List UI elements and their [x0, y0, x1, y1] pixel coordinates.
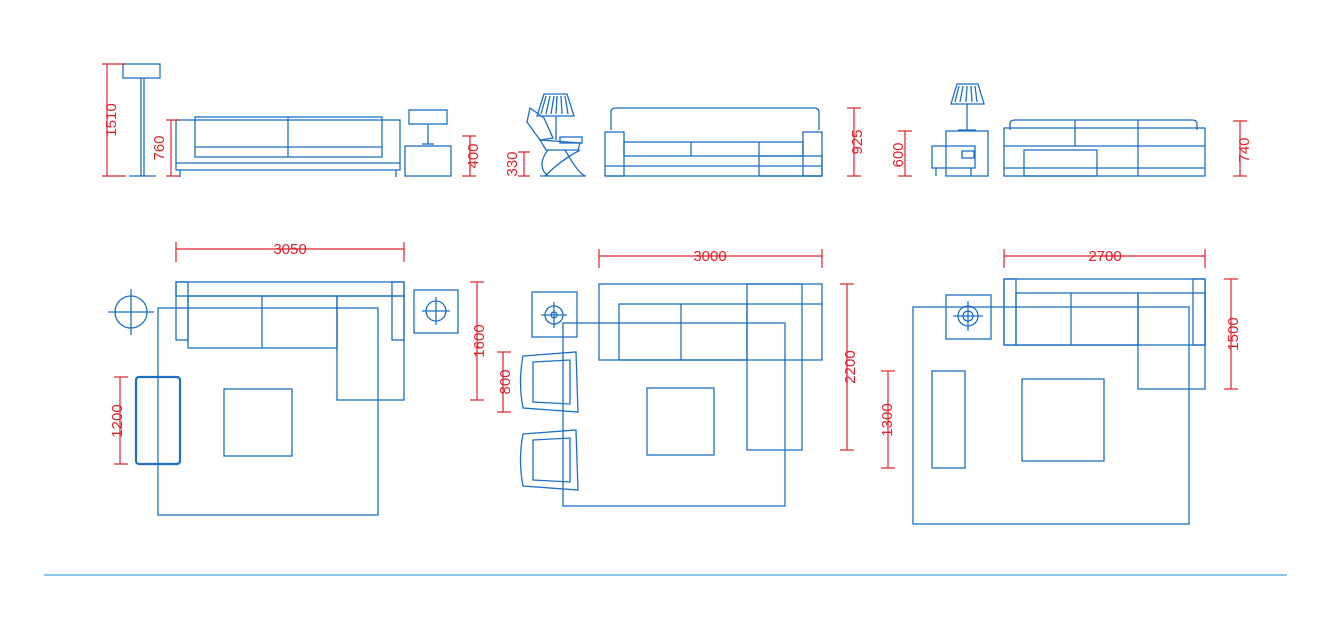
sofa-3-elevation [1003, 119, 1206, 177]
sofa-3-plan-back [1003, 278, 1206, 346]
plan-2-width-dimension: 3000 [598, 248, 823, 268]
plan-1-bench-dimension: 1200 [109, 376, 128, 465]
side-table-2-plan [531, 291, 578, 338]
sofa-3-height-dimension: 740 [1233, 120, 1253, 177]
dim-2700: 2700 [1088, 248, 1121, 265]
bench-1 [134, 375, 182, 466]
plan-set-2 [519, 283, 823, 507]
coffee-table-1 [223, 388, 293, 457]
dim-1510: 1510 [103, 103, 120, 136]
sofa-3-plan-seats [1015, 292, 1139, 346]
sofa-1-height-dimension: 760 [151, 119, 180, 177]
sofa-3-chaise [1137, 292, 1206, 390]
side-table-1-plan [413, 289, 459, 334]
plan-2-chair-dimension: 800 [497, 351, 514, 413]
dim-925: 925 [849, 129, 866, 154]
sofa-1-chaise [336, 295, 405, 401]
floor-lamp-height-dimension: 1510 [102, 63, 126, 177]
rug-1 [157, 307, 379, 516]
plan-2-depth-dimension: 2200 [840, 283, 859, 451]
plan-3-bench-dimension: 1300 [879, 370, 896, 469]
dim-760: 760 [151, 135, 168, 160]
dim-2200: 2200 [842, 350, 859, 383]
lounge-chair-elevation [526, 106, 586, 177]
sofa-2-height-dimension: 925 [847, 107, 866, 177]
dim-330: 330 [504, 151, 521, 176]
dim-800: 800 [497, 369, 514, 394]
side-table-1-height-dimension: 400 [462, 135, 482, 177]
side-table-3-height-dimension: 600 [890, 130, 912, 177]
table-lamp-3-elevation [950, 83, 985, 131]
dim-1600: 1600 [471, 324, 488, 357]
sofa-2-elevation [604, 107, 823, 177]
side-table-1-elevation [404, 109, 452, 177]
sofa-2-plan-seats [618, 303, 748, 361]
side-table-3-elevation [931, 130, 989, 177]
sofa-2-chaise [746, 283, 803, 451]
side-table-3-plan [945, 294, 992, 340]
bench-3 [931, 370, 966, 469]
plan-set-3 [912, 278, 1206, 525]
lamp-1-plan [108, 289, 154, 335]
dim-600: 600 [890, 142, 907, 167]
dim-3050: 3050 [273, 241, 306, 258]
dim-1300: 1300 [879, 403, 896, 436]
plan-1-depth-dimension: 1600 [470, 281, 488, 401]
lounge-chair-height-dimension: 330 [504, 151, 530, 177]
rug-3 [912, 306, 1190, 525]
plan-set-1 [108, 281, 459, 516]
dim-3000: 3000 [693, 248, 726, 265]
sofa-1-elevation [175, 116, 401, 177]
table-lamp-2-elevation [536, 93, 575, 140]
plan-3-width-dimension: 2700 [1003, 248, 1206, 268]
rug-2 [562, 322, 786, 507]
armchair-1-plan [519, 351, 579, 413]
sofa-1-plan-back [175, 281, 405, 297]
dim-400: 400 [465, 143, 482, 168]
sofa-2-plan-back [598, 283, 823, 361]
dim-740: 740 [1236, 137, 1253, 162]
armchair-2-plan [519, 429, 579, 491]
dim-1200: 1200 [109, 404, 126, 437]
coffee-table-3 [1021, 378, 1105, 462]
dim-1500: 1500 [1225, 317, 1242, 350]
coffee-table-2 [646, 387, 715, 456]
plan-3-depth-dimension: 1500 [1224, 278, 1242, 390]
plan-1-width-dimension: 3050 [175, 241, 405, 262]
floor-lamp-elevation [122, 63, 161, 177]
